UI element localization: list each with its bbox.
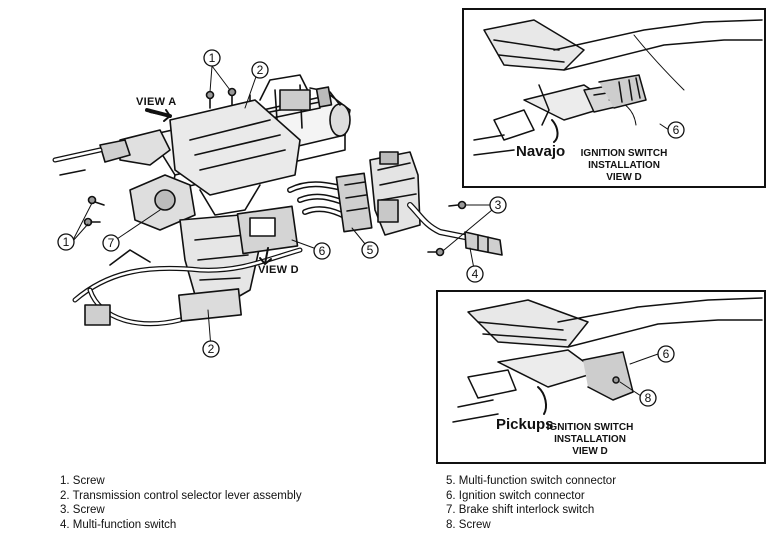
view-d-arrow bbox=[259, 247, 272, 265]
callout-1-left: 1 bbox=[57, 233, 75, 251]
legend-item-1: 1. Screw bbox=[60, 475, 105, 487]
navajo-title-line3: VIEW D bbox=[606, 172, 642, 183]
legend-item-3: 3. Screw bbox=[60, 504, 105, 516]
pickups-title-line2: INSTALLATION bbox=[554, 434, 626, 445]
callout-5: 5 bbox=[361, 241, 379, 259]
callout-4: 4 bbox=[466, 265, 484, 283]
callout-2-top-label: 2 bbox=[257, 63, 264, 77]
legend-item-7: 7. Brake shift interlock switch bbox=[446, 504, 595, 516]
legend-right: 5. Multi-function switch connector 6. Ig… bbox=[446, 474, 616, 532]
pickups-switch-drawing: 6 8 bbox=[452, 297, 763, 423]
callout-6-main-label: 6 bbox=[319, 244, 326, 258]
callout-6-pickups bbox=[657, 345, 675, 363]
navajo-title-line2: INSTALLATION bbox=[588, 160, 660, 171]
multifunction-switch-connector-harness bbox=[287, 172, 373, 233]
view-d-label: VIEW D bbox=[258, 264, 299, 276]
navajo-title: IGNITION SWITCH INSTALLATION VIEW D bbox=[564, 148, 684, 184]
callout-4-label: 4 bbox=[472, 267, 479, 281]
callout-6-navajo-label: 6 bbox=[673, 123, 680, 137]
multifunction-switch-body bbox=[369, 151, 421, 236]
legend-item-8: 8. Screw bbox=[446, 518, 491, 531]
navajo-switch-drawing: 6 bbox=[473, 19, 763, 156]
navajo-brand-label: Navajo bbox=[516, 143, 566, 160]
callout-1-top-label: 1 bbox=[209, 51, 216, 65]
callout-1-top: 1 bbox=[203, 49, 221, 67]
callout-2-bottom-label: 2 bbox=[208, 342, 215, 356]
callout-2-top: 2 bbox=[251, 61, 269, 79]
legend-left: 1. Screw 2. Transmission control selecto… bbox=[60, 474, 302, 532]
callout-2-bottom: 2 bbox=[202, 340, 220, 358]
callout-1-left-label: 1 bbox=[63, 235, 70, 249]
callout-6-pickups-label: 6 bbox=[663, 347, 670, 361]
callout-7: 7 bbox=[102, 234, 120, 252]
legend-item-6: 6. Ignition switch connector bbox=[446, 489, 585, 502]
callout-3: 3 bbox=[489, 196, 507, 214]
pickups-title: IGNITION SWITCH INSTALLATION VIEW D bbox=[530, 422, 650, 458]
multifunction-switch-stalk bbox=[407, 202, 503, 256]
callout-8-pickups-label: 8 bbox=[645, 391, 652, 405]
view-a-label: VIEW A bbox=[136, 96, 177, 108]
callout-6-navajo bbox=[667, 121, 685, 139]
screw-group-3 bbox=[427, 200, 467, 257]
legend-item-5: 5. Multi-function switch connector bbox=[446, 475, 617, 487]
callout-7-label: 7 bbox=[108, 236, 115, 250]
left-wire-stub bbox=[52, 147, 103, 176]
column-housing bbox=[99, 99, 301, 231]
pickups-brand-label: Pickups bbox=[496, 416, 554, 433]
pickups-title-line1: IGNITION SWITCH bbox=[546, 422, 634, 433]
callout-5-label: 5 bbox=[367, 243, 374, 257]
navajo-title-line1: IGNITION SWITCH bbox=[580, 148, 668, 159]
pickups-title-line3: VIEW D bbox=[572, 446, 608, 457]
legend-item-4: 4. Multi-function switch bbox=[60, 518, 177, 531]
inset-pickups: 6 8 Pickups IGNITION SWITCH INSTALLATION… bbox=[436, 290, 766, 464]
legend-item-2: 2. Transmission control selector lever a… bbox=[60, 489, 302, 502]
callout-6-main: 6 bbox=[313, 242, 331, 260]
callout-8-pickups bbox=[639, 389, 657, 407]
transmission-selector-lever bbox=[179, 205, 299, 311]
inset-navajo: 6 Navajo IGNITION SWITCH INSTALLATION VI… bbox=[462, 8, 766, 188]
callout-3-label: 3 bbox=[495, 198, 502, 212]
